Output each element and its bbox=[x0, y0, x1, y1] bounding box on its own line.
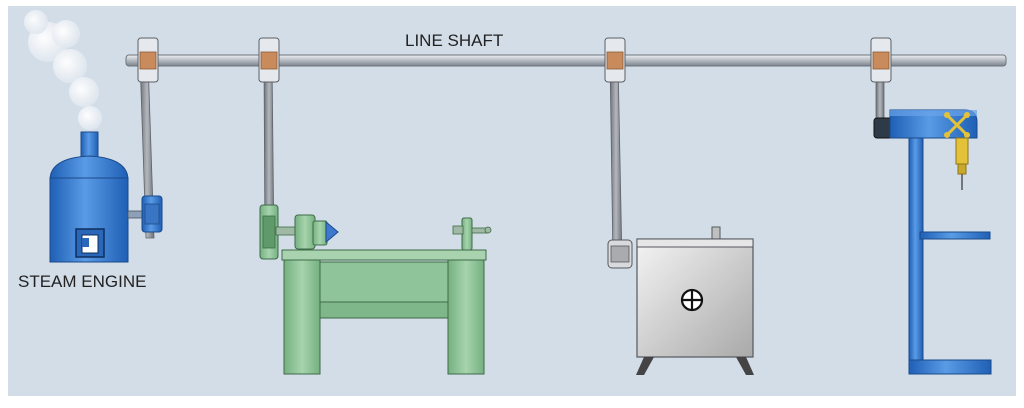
steam-engine-label: STEAM ENGINE bbox=[18, 272, 147, 291]
pulley-icon bbox=[137, 37, 159, 83]
crosshair-dial-icon bbox=[680, 288, 704, 312]
shaft-pulleys bbox=[137, 37, 892, 83]
drill-press bbox=[873, 109, 992, 375]
diagram-background bbox=[8, 6, 1016, 396]
pulley-icon bbox=[870, 37, 892, 83]
grinder bbox=[607, 226, 754, 375]
pulley-icon bbox=[604, 37, 626, 83]
steam-engine bbox=[24, 10, 163, 263]
gear-cross-icon bbox=[944, 112, 970, 138]
line-shaft bbox=[125, 54, 1007, 67]
smoke-icon bbox=[24, 10, 102, 130]
pulley-icon bbox=[258, 37, 280, 83]
lathe bbox=[259, 204, 492, 375]
line-shaft-label: LINE SHAFT bbox=[405, 31, 504, 50]
